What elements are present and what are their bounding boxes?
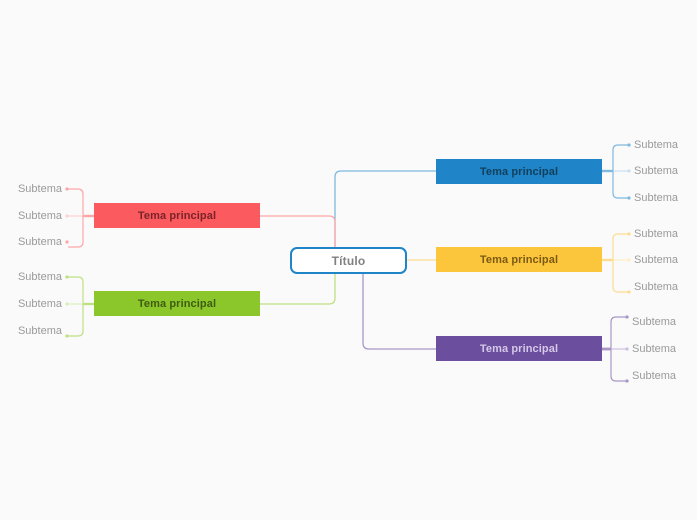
subtopic-red-0[interactable]: Subtema [17,183,62,195]
main-topic-label: Tema principal [137,209,217,222]
main-topic-green[interactable]: Tema principal [94,291,260,316]
subtopic-purple-1[interactable]: Subtema [632,343,677,355]
main-topic-label: Tema principal [479,165,559,178]
branch-yellow-stub-2 [612,260,628,293]
branch-green-dot-2 [65,334,69,338]
branch-green-dot-0 [65,275,69,279]
subtopic-blue-0[interactable]: Subtema [634,139,679,151]
subtopic-green-1[interactable]: Subtema [17,298,62,310]
subtopic-purple-0[interactable]: Subtema [632,316,677,328]
branch-blue-dot-0 [627,143,631,147]
branch-red-stub-0 [68,188,84,216]
branch-red-dot-2 [65,240,69,244]
branch-green-stub-2 [68,304,84,337]
branch-blue-stub-2 [612,171,628,199]
main-topic-label: Tema principal [479,342,559,355]
branch-green-stub-0 [68,276,84,304]
main-topic-label: Tema principal [137,297,217,310]
main-topic-label: Tema principal [479,253,559,266]
branch-yellow-dot-1 [627,258,631,262]
main-topic-purple[interactable]: Tema principal [436,336,602,361]
branch-blue-dot-1 [627,169,631,173]
main-topic-yellow[interactable]: Tema principal [436,247,602,272]
branch-purple-dot-2 [625,379,629,383]
branch-red-dot-1 [65,214,69,218]
branch-blue-stub-0 [612,144,628,171]
branch-yellow-dot-2 [627,290,631,294]
subtopic-red-1[interactable]: Subtema [17,210,62,222]
branch-blue-dot-2 [627,196,631,200]
trunk-red [260,215,336,247]
branch-purple-stub-0 [610,316,626,349]
subtopic-yellow-0[interactable]: Subtema [634,228,679,240]
subtopic-yellow-2[interactable]: Subtema [634,281,679,293]
branch-yellow-stub-0 [612,233,628,260]
branch-red-stub-2 [68,216,84,248]
central-topic-label: Título [331,253,366,268]
branch-purple-dot-0 [625,315,629,319]
subtopic-yellow-1[interactable]: Subtema [634,254,679,266]
subtopic-purple-2[interactable]: Subtema [632,370,677,382]
subtopic-red-2[interactable]: Subtema [17,236,62,248]
subtopic-green-2[interactable]: Subtema [17,325,62,337]
central-topic-node[interactable]: Título [290,247,407,274]
branch-red-dot-0 [65,187,69,191]
main-topic-red[interactable]: Tema principal [94,203,260,228]
subtopic-blue-2[interactable]: Subtema [634,192,679,204]
branch-purple-stub-2 [610,349,626,382]
main-topic-blue[interactable]: Tema principal [436,159,602,184]
trunk-green [260,274,336,305]
trunk-blue [334,170,436,247]
branch-green-dot-1 [65,302,69,306]
subtopic-green-0[interactable]: Subtema [17,271,62,283]
trunk-purple [362,274,436,350]
subtopic-blue-1[interactable]: Subtema [634,165,679,177]
branch-purple-dot-1 [625,347,629,351]
branch-yellow-dot-0 [627,232,631,236]
